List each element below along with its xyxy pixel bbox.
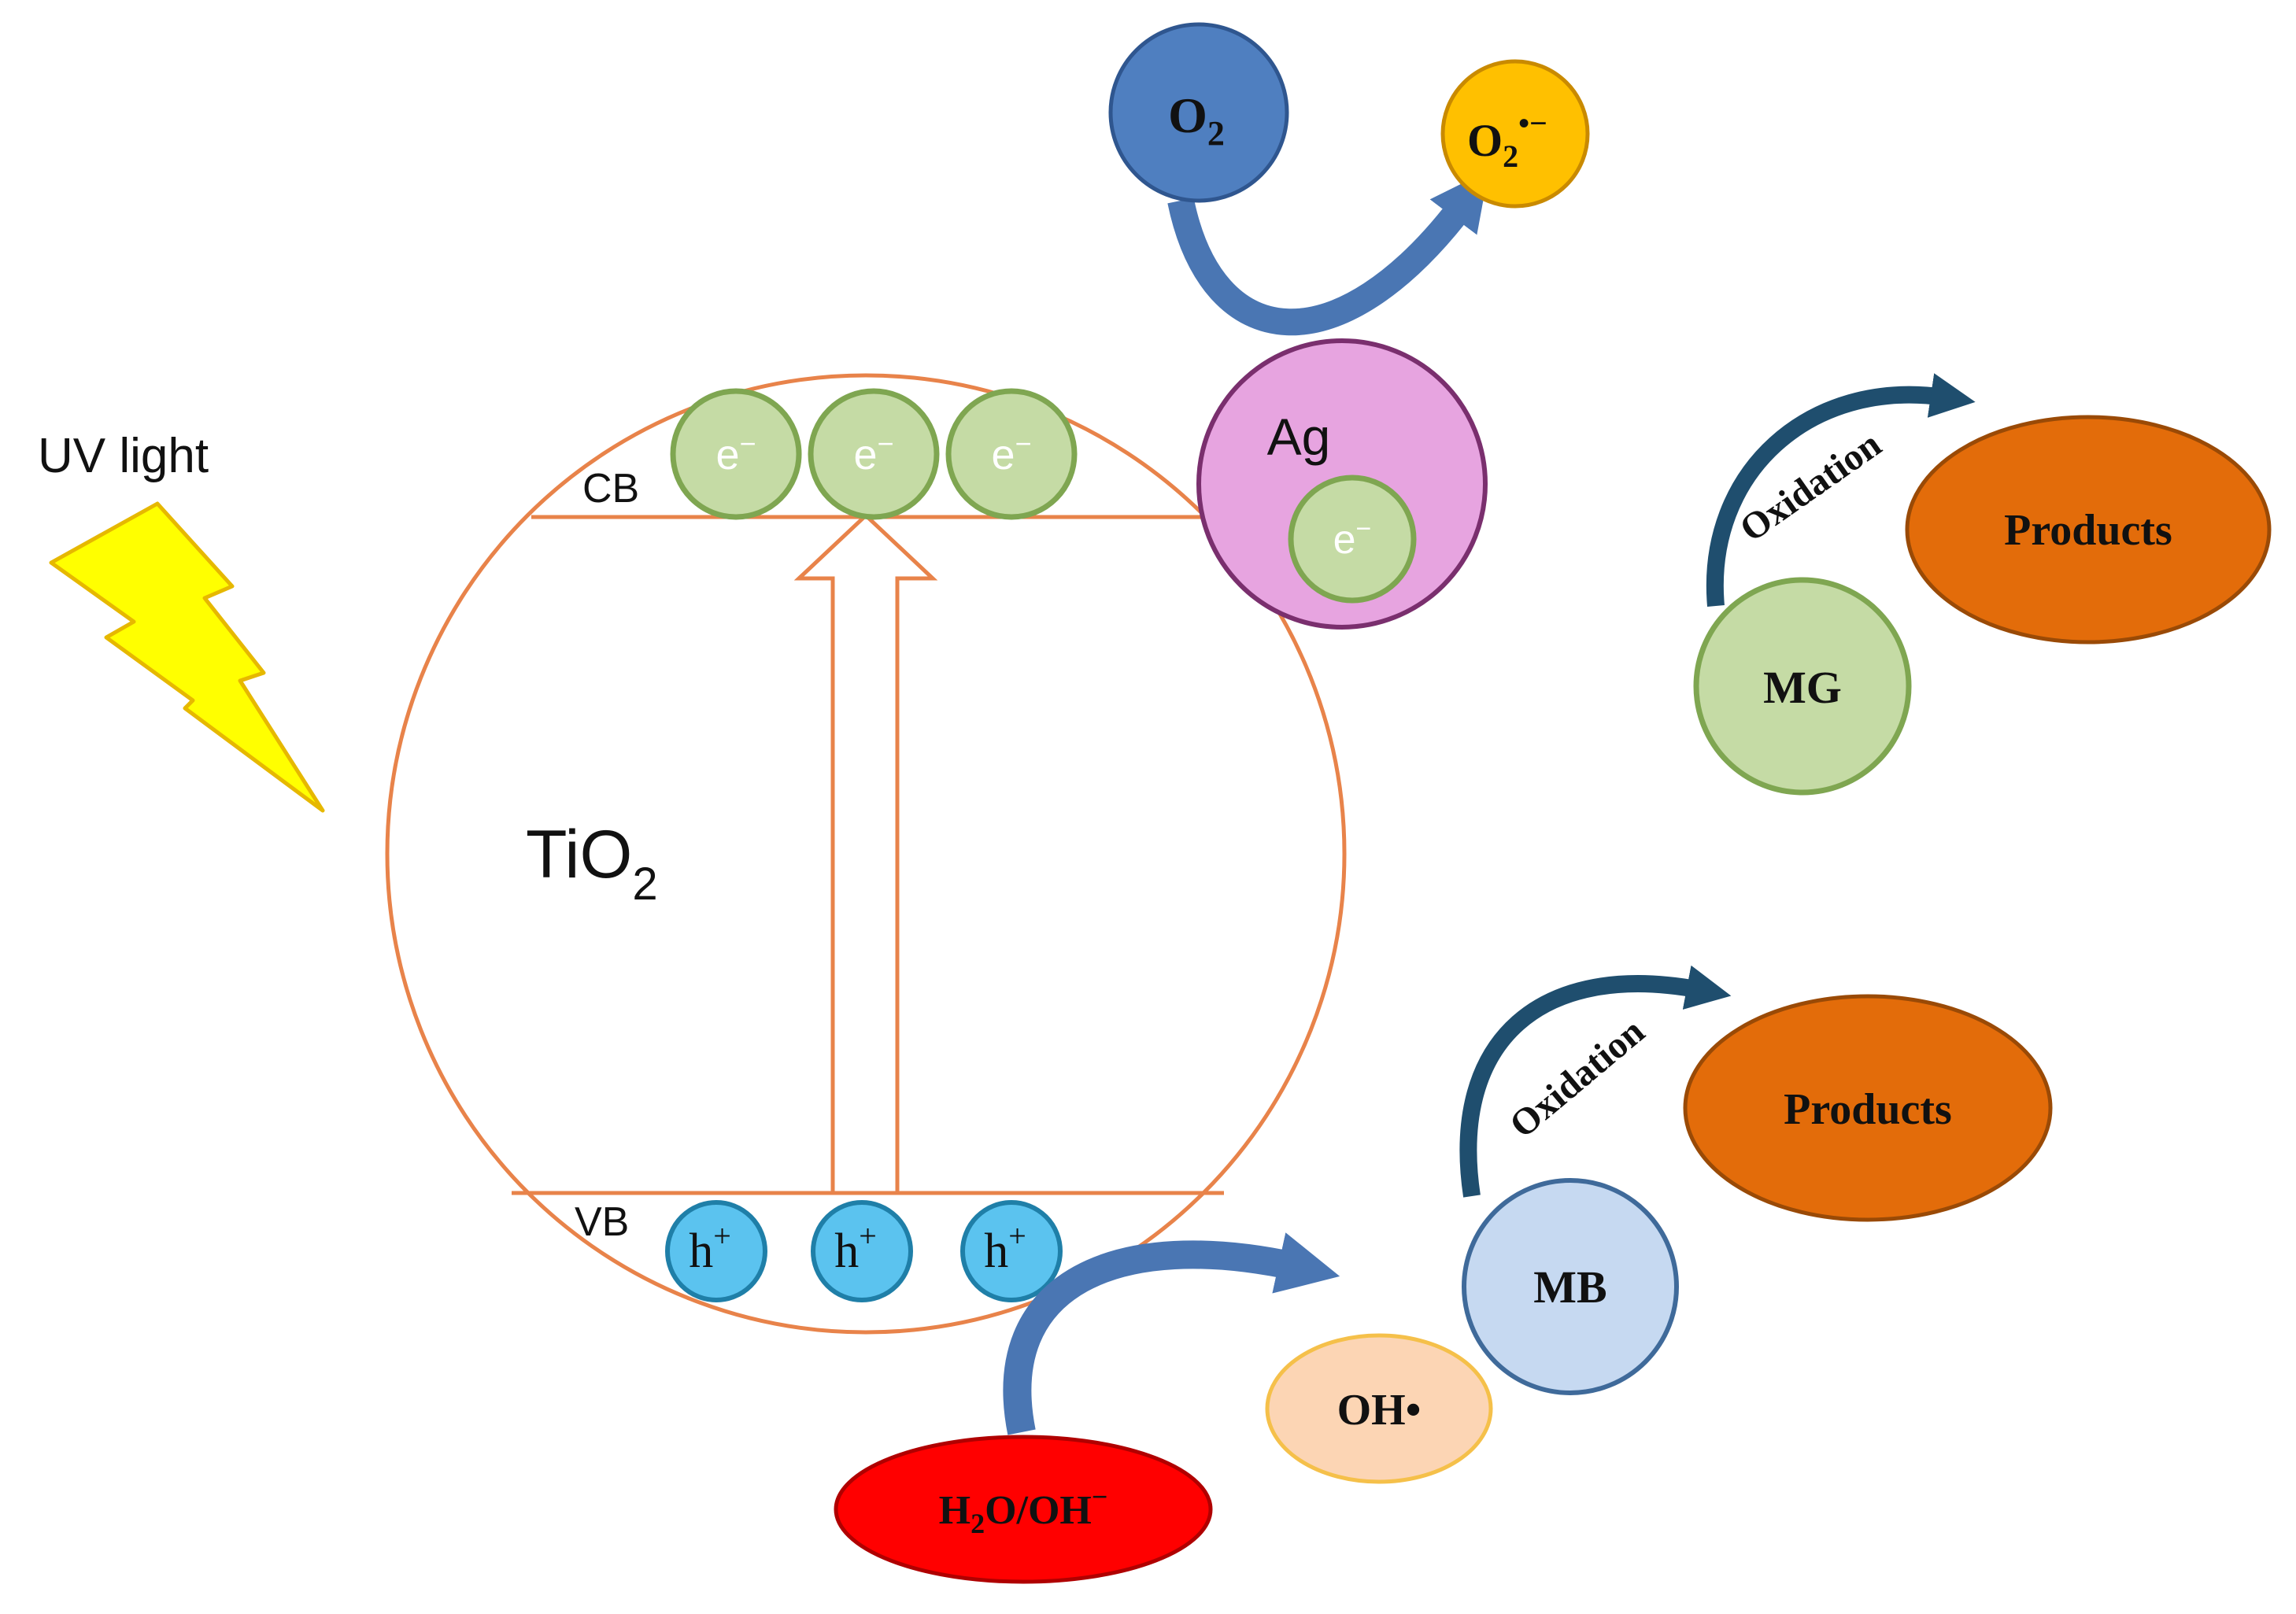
o2-molecule: O2	[1108, 22, 1289, 203]
svg-text:e−: e−	[853, 427, 893, 478]
mg-dye: MG	[1693, 577, 1912, 796]
uv-light-label: UV light	[38, 429, 209, 483]
hole-1: h+	[665, 1200, 767, 1302]
water-oxidation-arrow	[1003, 1232, 1340, 1435]
excitation-arrow	[793, 512, 938, 1195]
svg-text:MG: MG	[1763, 662, 1842, 713]
o2-reduction-arrow	[1167, 170, 1489, 336]
electron-1: e−	[670, 388, 802, 520]
lightning-bolt-icon	[49, 501, 325, 813]
svg-text:h+: h+	[984, 1218, 1026, 1278]
water-hydroxide: H2O/OH−	[834, 1435, 1213, 1584]
svg-text:OH•: OH•	[1337, 1386, 1422, 1435]
svg-text:e−: e−	[991, 427, 1031, 478]
svg-text:h+: h+	[834, 1218, 877, 1278]
svg-text:h+: h+	[689, 1218, 731, 1278]
hole-3: h+	[960, 1200, 1063, 1302]
products-top-label: Products	[2004, 506, 2172, 555]
ag-electron: e−	[1288, 475, 1417, 604]
hole-2: h+	[811, 1200, 913, 1302]
superoxide-radical: O2•−	[1440, 59, 1590, 209]
products-top	[1905, 415, 2272, 644]
ag-label: Ag	[1267, 408, 1331, 466]
svg-text:e−: e−	[1333, 514, 1372, 563]
svg-text:O2: O2	[1168, 87, 1225, 153]
products-bottom-label: Products	[1784, 1085, 1952, 1134]
tio2-label: TiO2	[526, 817, 658, 910]
oxidation-label-bottom: Oxidation	[1502, 1010, 1652, 1147]
electron-3: e−	[945, 388, 1078, 520]
products-bottom	[1683, 994, 2053, 1222]
svg-text:H2O/OH−: H2O/OH−	[939, 1481, 1108, 1539]
vb-label: VB	[575, 1199, 629, 1245]
svg-text:e−: e−	[715, 427, 756, 478]
oxidation-label-top: Oxidation	[1732, 423, 1889, 550]
electron-2: e−	[808, 388, 940, 520]
mb-oxidation-arrow	[1459, 965, 1732, 1198]
hydroxyl-radical: OH•	[1265, 1333, 1493, 1484]
mb-dye: MB	[1462, 1178, 1679, 1395]
mg-oxidation-arrow	[1706, 373, 1976, 607]
svg-text:O2•−: O2•−	[1467, 105, 1547, 174]
cb-label: CB	[582, 466, 639, 512]
svg-text:MB: MB	[1533, 1261, 1606, 1313]
